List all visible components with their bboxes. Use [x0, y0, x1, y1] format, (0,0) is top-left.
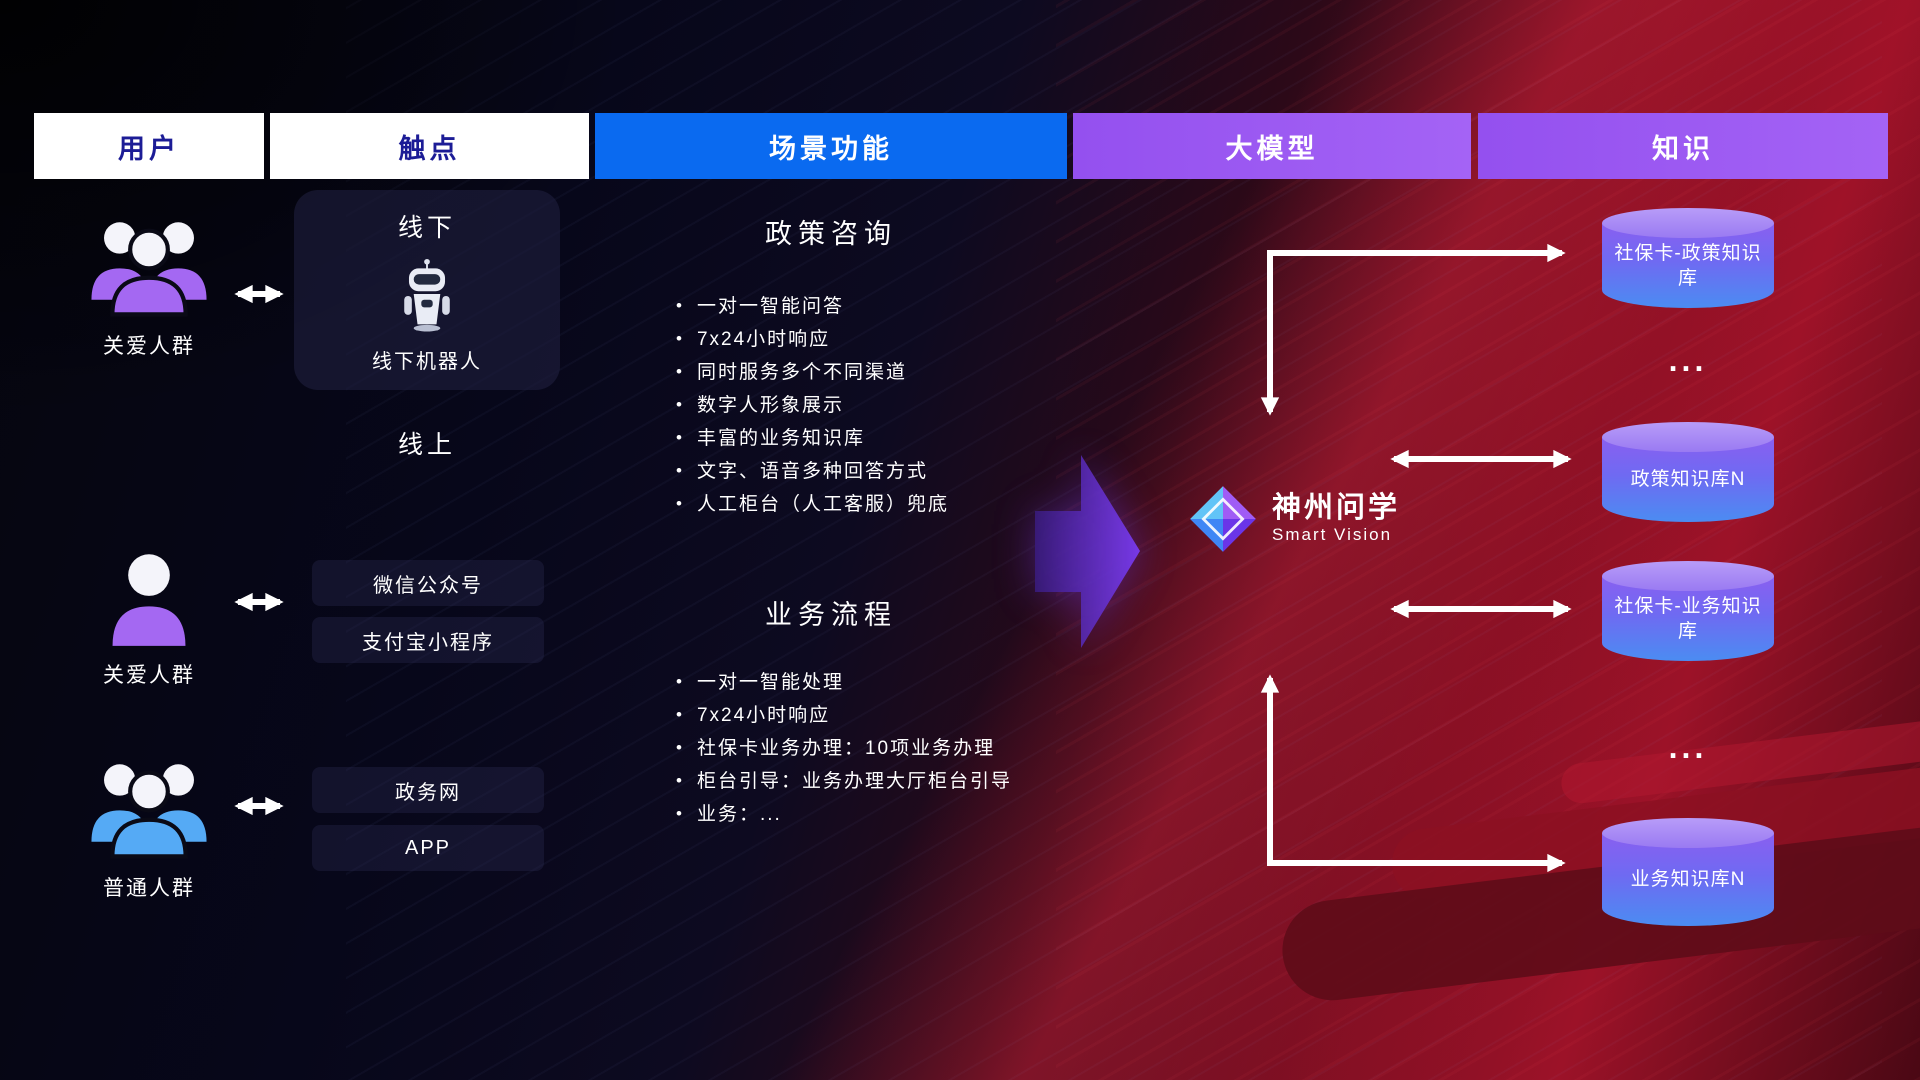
- offline-device-label: 线下机器人: [372, 351, 482, 373]
- list-item: 社保卡业务办理：10项业务办理: [676, 732, 1012, 765]
- channel-alipay: 支付宝小程序: [312, 617, 544, 663]
- model-subtitle: Smart Vision: [1272, 525, 1393, 544]
- user-group-general: 普通人群: [34, 745, 264, 902]
- list-item: 数字人形象展示: [676, 389, 949, 422]
- list-item: 同时服务多个不同渠道: [676, 356, 949, 389]
- cylinder-top: [1602, 818, 1774, 848]
- business-bullet-list: 一对一智能处理 7x24小时响应 社保卡业务办理：10项业务办理 柜台引导：业务…: [676, 666, 1012, 831]
- model-logo-text: 神州问学 Smart Vision: [1272, 492, 1400, 546]
- user-group-care-1: 关爱人群: [34, 203, 264, 360]
- user-group-label: 普通人群: [103, 877, 195, 900]
- database-label: 社保卡-业务知识库: [1614, 595, 1762, 642]
- list-item: 丰富的业务知识库: [676, 422, 949, 455]
- list-item: 7x24小时响应: [676, 699, 1012, 732]
- channel-app: APP: [312, 825, 544, 871]
- cylinder-top: [1602, 422, 1774, 452]
- list-item: 一对一智能问答: [676, 290, 949, 323]
- database-label: 业务知识库N: [1630, 869, 1746, 890]
- list-item: 一对一智能处理: [676, 666, 1012, 699]
- column-header-scenarios: 场景功能: [595, 113, 1067, 179]
- channel-gov-web: 政务网: [312, 767, 544, 813]
- column-header-users: 用户: [34, 113, 264, 179]
- cylinder-top: [1602, 208, 1774, 238]
- column-header-touchpoints: 触点: [270, 113, 589, 179]
- list-item: 7x24小时响应: [676, 323, 949, 356]
- list-item: 文字、语音多种回答方式: [676, 455, 949, 488]
- cylinder-top: [1602, 561, 1774, 591]
- model-name: 神州问学: [1272, 492, 1401, 524]
- model-logo-block: 神州问学 Smart Vision: [1188, 484, 1400, 554]
- scenario-title-business: 业务流程: [765, 600, 897, 630]
- offline-title: 线下: [397, 214, 456, 242]
- database-label: 社保卡-政策知识库: [1614, 242, 1762, 289]
- group-people-icon: [91, 222, 207, 317]
- cylinder-body: [1602, 833, 1774, 926]
- list-item: 柜台引导：业务办理大厅柜台引导: [676, 765, 1012, 798]
- database-policy-socialcard: 社保卡-政策知识库: [1602, 208, 1774, 308]
- channel-wechat: 微信公众号: [312, 560, 544, 606]
- database-label: 政策知识库N: [1630, 469, 1746, 490]
- offline-touchpoint-card: 线下 线下机器人: [294, 190, 560, 390]
- user-group-label: 关爱人群: [103, 335, 195, 358]
- group-people-icon: [91, 764, 207, 859]
- database-policy-n: 政策知识库N: [1602, 422, 1774, 522]
- column-header-model: 大模型: [1073, 113, 1471, 179]
- online-title: 线上: [397, 431, 456, 459]
- person-icon: [112, 554, 186, 646]
- column-header-knowledge: 知识: [1478, 113, 1888, 179]
- ellipsis-dots: ...: [1668, 729, 1708, 765]
- policy-bullet-list: 一对一智能问答 7x24小时响应 同时服务多个不同渠道 数字人形象展示 丰富的业…: [676, 290, 949, 521]
- ellipsis-dots: ...: [1668, 342, 1708, 378]
- flow-arrow: [1035, 455, 1140, 648]
- scenario-title-policy: 政策咨询: [765, 219, 897, 249]
- database-business-n: 业务知识库N: [1602, 818, 1774, 926]
- list-item: 业务：...: [676, 798, 1012, 831]
- diamond-gem-logo-icon: [1190, 486, 1256, 552]
- database-business-socialcard: 社保卡-业务知识库: [1602, 561, 1774, 661]
- robot-icon: [404, 258, 450, 332]
- list-item: 人工柜台（人工客服）兜底: [676, 488, 949, 521]
- user-group-label: 关爱人群: [103, 664, 195, 687]
- user-group-care-2: 关爱人群: [34, 548, 264, 689]
